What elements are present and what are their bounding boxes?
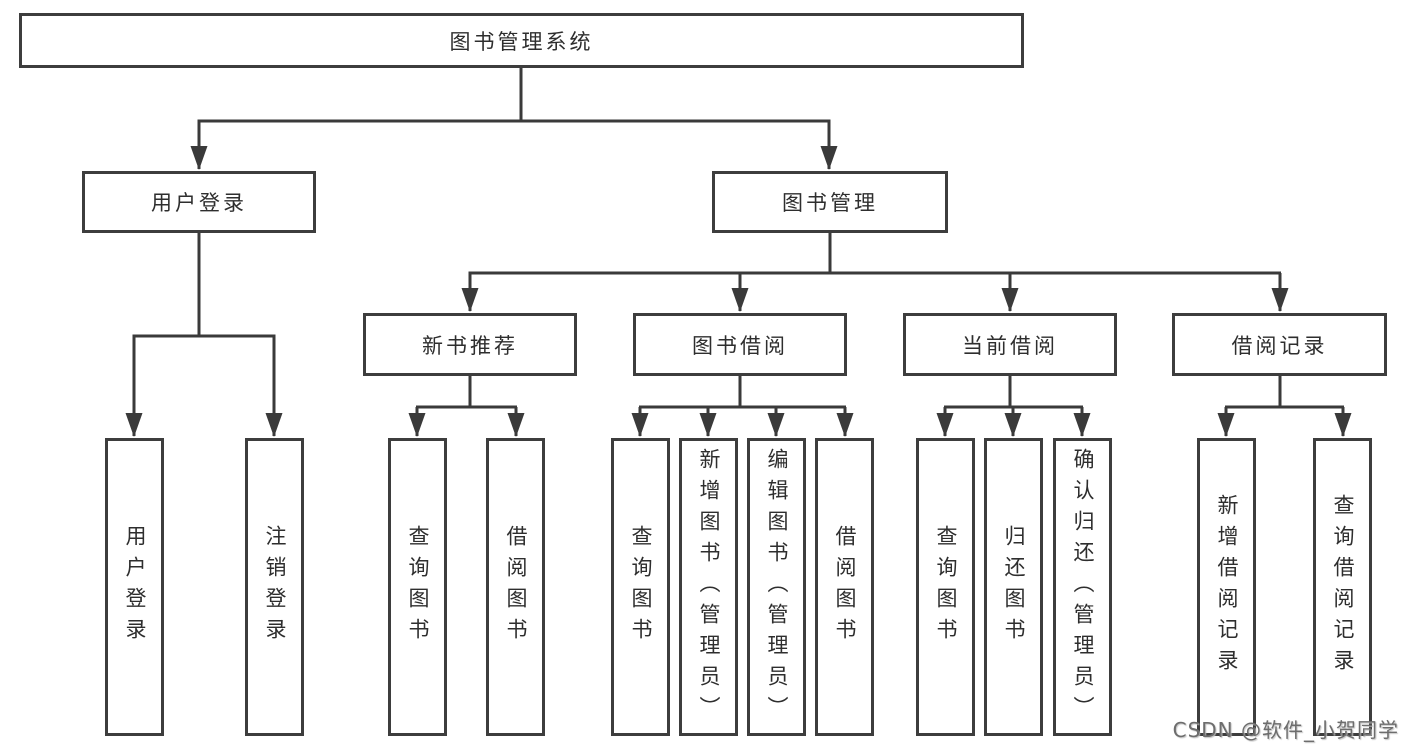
leaf-current-query-books: 查询图书 xyxy=(916,438,975,736)
leaf-recommend-borrow-books-label: 借阅图书 xyxy=(504,525,528,649)
node-book-borrowing-label: 图书借阅 xyxy=(692,333,788,358)
node-new-book-recommend-label: 新书推荐 xyxy=(422,333,518,358)
node-root-label: 图书管理系统 xyxy=(449,29,594,54)
leaf-recommend-query-books-label: 查询图书 xyxy=(406,525,430,649)
leaf-add-borrow-record: 新增借阅记录 xyxy=(1197,438,1256,736)
node-user-login-label: 用户登录 xyxy=(151,191,247,215)
leaf-borrowing-borrow-books-label: 借阅图书 xyxy=(833,525,857,649)
leaf-edit-books-admin-label: 编辑图书（管理员） xyxy=(765,447,789,727)
node-book-borrowing: 图书借阅 xyxy=(633,313,847,376)
watermark: CSDN @软件_小贺同学 xyxy=(1172,718,1399,742)
node-root: 图书管理系统 xyxy=(19,13,1024,68)
node-new-book-recommend: 新书推荐 xyxy=(363,313,577,376)
leaf-logout-label: 注销登录 xyxy=(263,525,287,649)
leaf-borrowing-query-books-label: 查询图书 xyxy=(629,525,653,649)
leaf-confirm-return-admin: 确认归还（管理员） xyxy=(1053,438,1112,736)
leaf-user-login-label: 用户登录 xyxy=(123,525,147,649)
node-user-login: 用户登录 xyxy=(82,171,316,233)
leaf-current-query-books-label: 查询图书 xyxy=(934,525,958,649)
node-borrow-records: 借阅记录 xyxy=(1172,313,1387,376)
node-current-borrowing: 当前借阅 xyxy=(903,313,1117,376)
leaf-return-books-label: 归还图书 xyxy=(1002,525,1026,649)
leaf-recommend-query-books: 查询图书 xyxy=(388,438,447,736)
leaf-add-books-admin: 新增图书（管理员） xyxy=(679,438,738,736)
leaf-recommend-borrow-books: 借阅图书 xyxy=(486,438,545,736)
node-borrow-records-label: 借阅记录 xyxy=(1231,333,1328,358)
node-book-management: 图书管理 xyxy=(712,171,948,233)
node-book-management-label: 图书管理 xyxy=(782,191,878,215)
leaf-borrowing-borrow-books: 借阅图书 xyxy=(815,438,874,736)
leaf-add-borrow-record-label: 新增借阅记录 xyxy=(1215,494,1239,680)
leaf-query-borrow-record: 查询借阅记录 xyxy=(1313,438,1372,736)
leaf-query-borrow-record-label: 查询借阅记录 xyxy=(1331,494,1355,680)
leaf-borrowing-query-books: 查询图书 xyxy=(611,438,670,736)
leaf-logout: 注销登录 xyxy=(245,438,304,736)
leaf-return-books: 归还图书 xyxy=(984,438,1043,736)
leaf-add-books-admin-label: 新增图书（管理员） xyxy=(697,447,721,727)
leaf-confirm-return-admin-label: 确认归还（管理员） xyxy=(1071,447,1095,727)
leaf-edit-books-admin: 编辑图书（管理员） xyxy=(747,438,806,736)
leaf-user-login: 用户登录 xyxy=(105,438,164,736)
node-current-borrowing-label: 当前借阅 xyxy=(962,333,1058,358)
